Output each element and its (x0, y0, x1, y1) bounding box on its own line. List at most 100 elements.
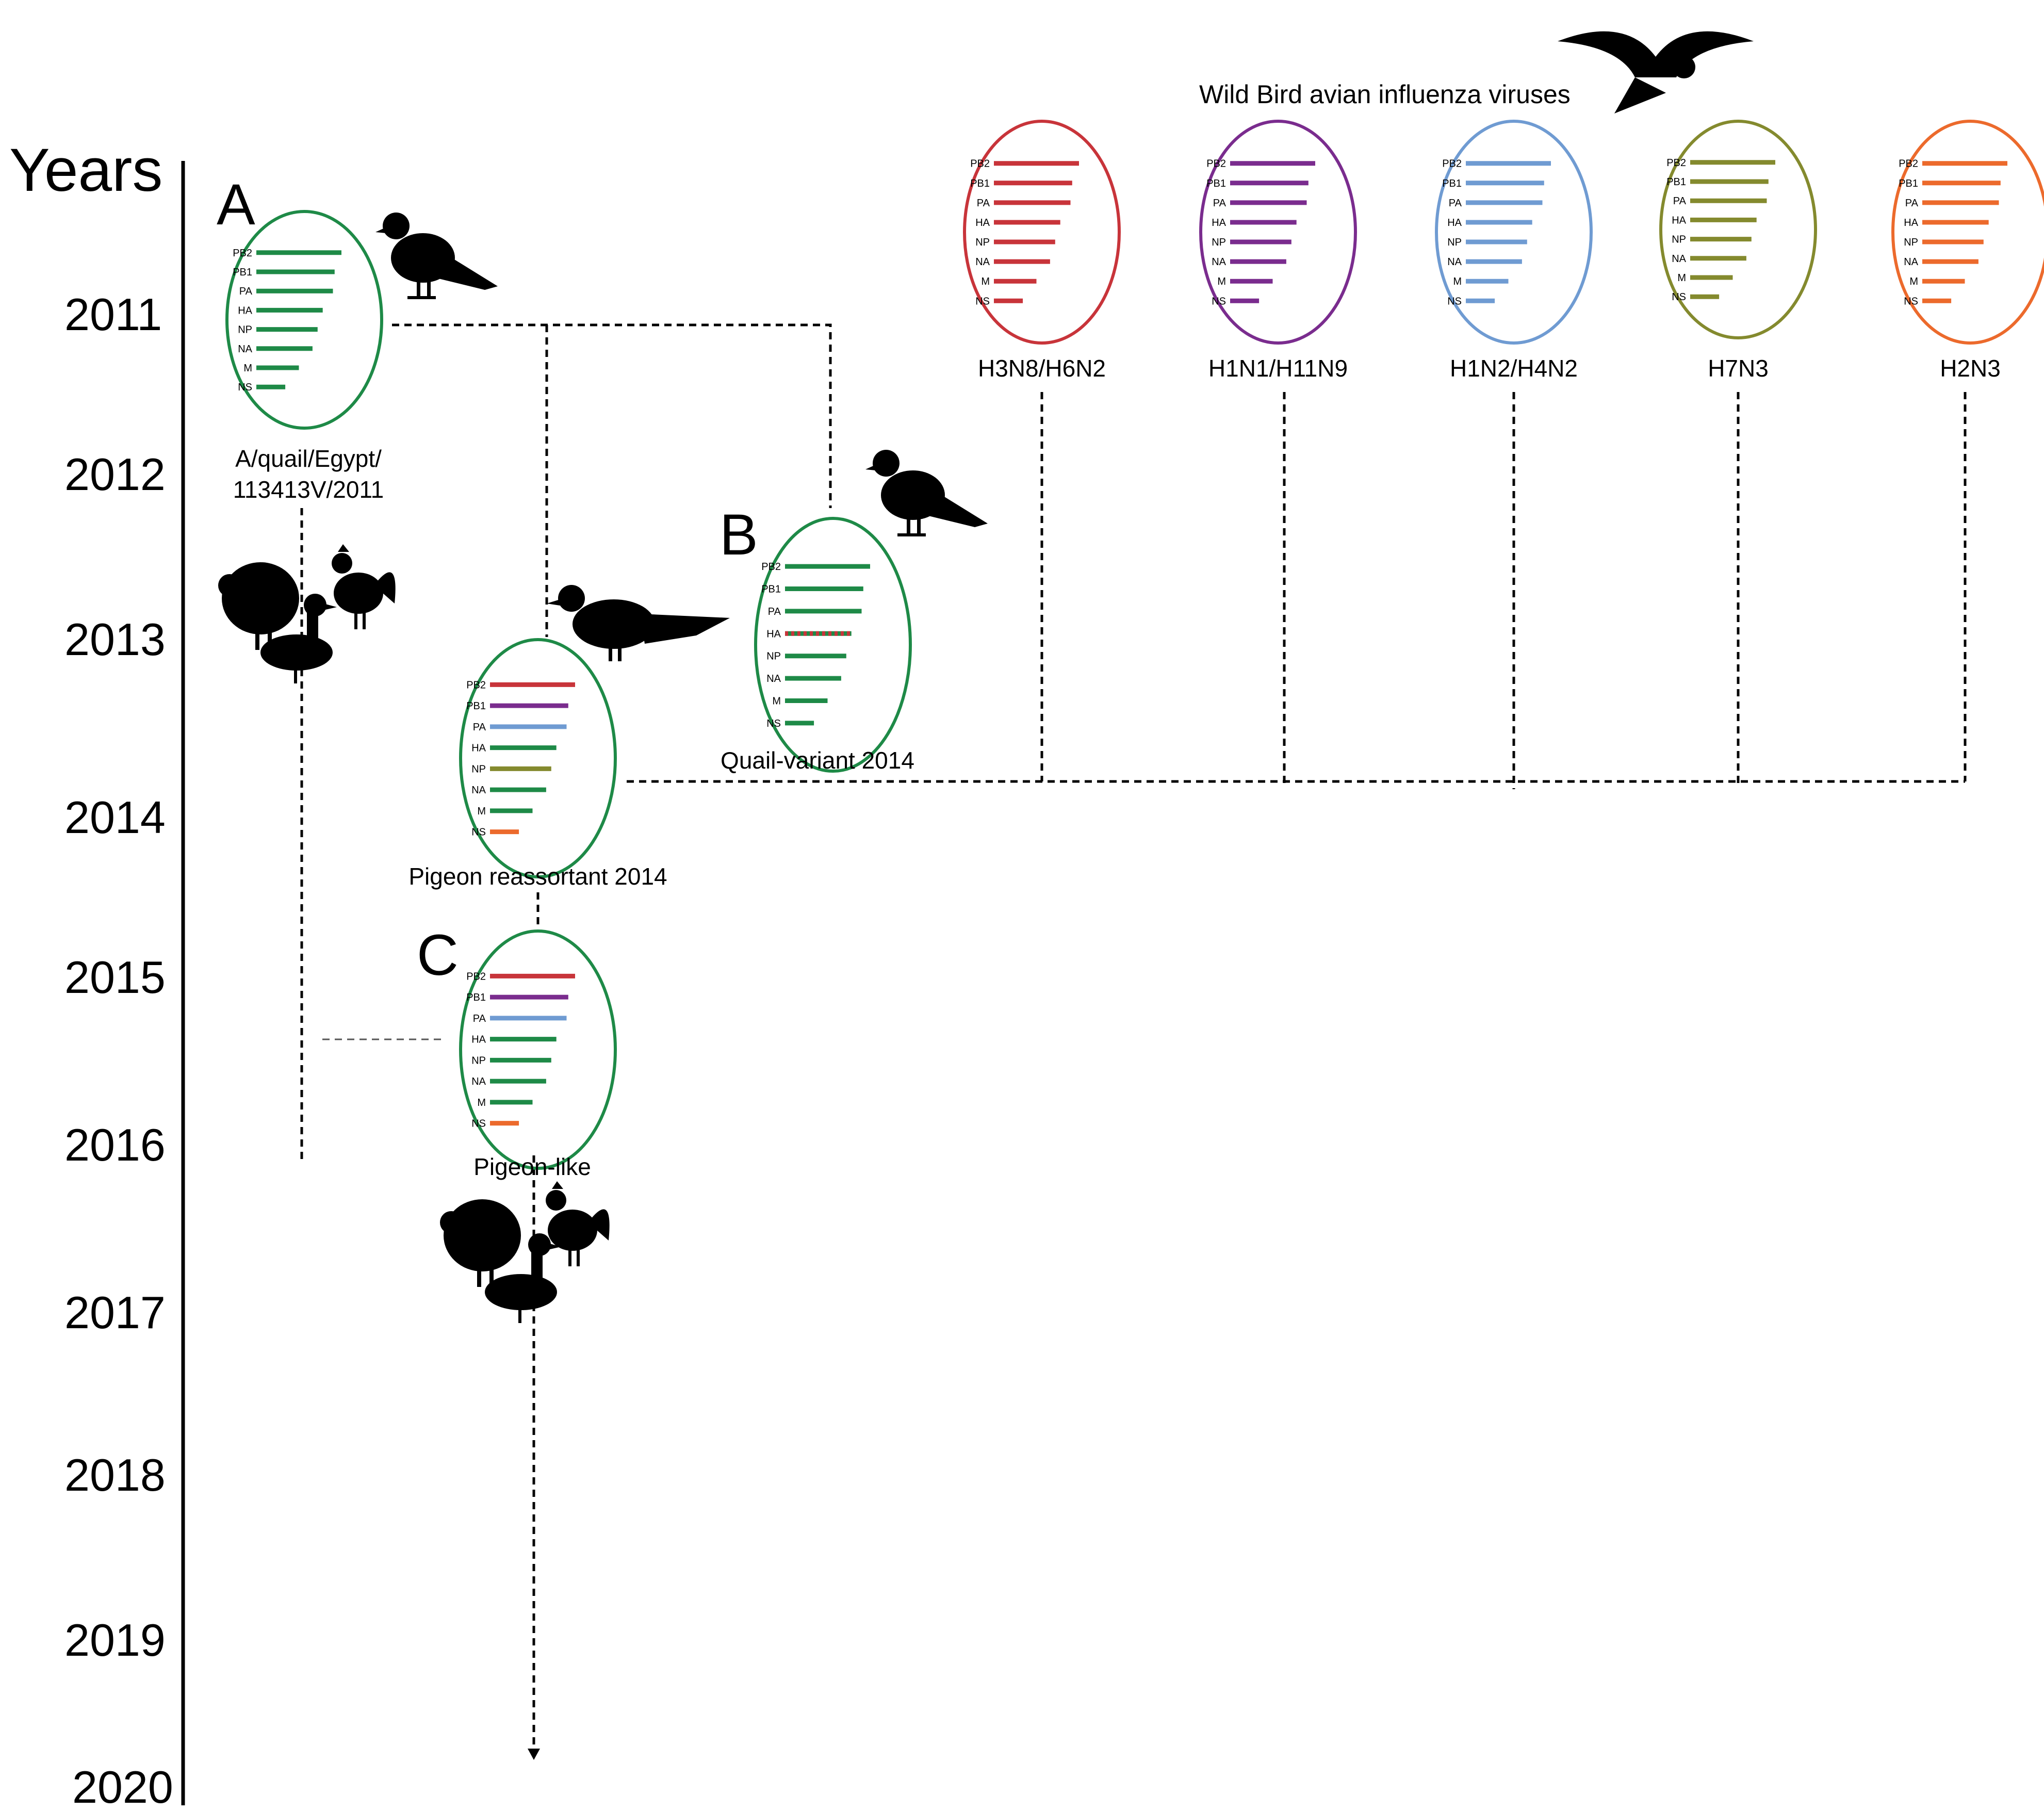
segment-label: NP (471, 1055, 486, 1066)
segment-label: HA (1447, 217, 1462, 229)
segment-label: NS (1904, 296, 1918, 307)
segment-label: M (1677, 272, 1686, 284)
segment-label: NP (471, 763, 486, 775)
quail-icon (375, 213, 498, 299)
year-2017: 2017 (64, 1287, 166, 1338)
segment-label: NS (471, 827, 486, 838)
segment-label: NP (766, 651, 781, 662)
year-2011: 2011 (64, 289, 162, 340)
genome-ellipse (1199, 120, 1357, 345)
segment-label: PA (1213, 198, 1227, 209)
segment-label: NP (238, 324, 252, 336)
virus-labels: A/quail/Egypt/ 113413V/2011 Pigeon reass… (233, 355, 2001, 1180)
segment-label: PB1 (1206, 178, 1226, 189)
segment-label: HA (1212, 217, 1226, 229)
segment-label: NP (1904, 237, 1918, 248)
segment-label: NS (766, 718, 781, 729)
panel-label-c: C (417, 923, 459, 987)
connectors (300, 323, 1967, 1760)
segment-label: HA (1672, 215, 1686, 226)
gull-icon (1558, 31, 1754, 114)
segment-label: NA (1447, 256, 1462, 268)
segment-label: NA (1904, 256, 1918, 268)
pigeon-icon (547, 585, 730, 661)
label-h2n3: H2N3 (1940, 355, 2001, 382)
segment-label: PB2 (1899, 158, 1918, 170)
segment-label: PB1 (970, 178, 990, 189)
virus-genomes: PB2PB1PAHANPNAMNSPB2PB1PAHANPNAMNSPB2PB1… (225, 120, 2044, 1170)
rooster-icon (546, 1181, 610, 1266)
segment-label: PA (1449, 198, 1462, 209)
year-2012: 2012 (64, 449, 166, 500)
quail-icon (865, 450, 988, 536)
turkey-icon (440, 1199, 521, 1287)
segment-label: PB2 (1206, 158, 1226, 170)
segment-label: NS (975, 296, 990, 307)
segment-label: NP (1672, 234, 1686, 246)
segment-label: PB1 (1442, 178, 1462, 189)
segment-label: PB2 (1666, 157, 1686, 169)
panel-label-a: A (217, 172, 255, 237)
genome-ellipse (1659, 120, 1817, 339)
segment-label: NA (766, 673, 781, 684)
label-pigeonlike: Pigeon-like (473, 1153, 591, 1180)
segment-label: NA (471, 785, 486, 796)
label-h1n2: H1N2/H4N2 (1450, 355, 1578, 382)
segment-label: PB2 (466, 679, 486, 691)
segment-label: PB2 (761, 561, 781, 573)
segment-label: M (772, 696, 781, 707)
segment-label: HA (766, 628, 781, 640)
segment-label: NA (238, 344, 252, 355)
label-quail2011-line2: 113413V/2011 (233, 476, 384, 503)
genome-ellipse (963, 120, 1121, 345)
genome-ellipse (459, 929, 617, 1170)
label-h1n1: H1N1/H11N9 (1208, 355, 1348, 382)
wild-bird-header: Wild Bird avian influenza viruses (1199, 80, 1571, 109)
segment-label: M (1217, 276, 1226, 287)
label-quail2011-line1: A/quail/Egypt/ (235, 445, 382, 472)
time-axis: Years 2011 2012 2013 2014 2015 2016 2017… (9, 136, 185, 1811)
year-2014: 2014 (64, 792, 166, 843)
label-h7n3: H7N3 (1708, 355, 1769, 382)
segment-label: PA (1673, 195, 1687, 207)
segment-label: PA (977, 198, 990, 209)
segment-label: M (1453, 276, 1462, 287)
axis-title: Years (9, 136, 162, 204)
label-quail2014: Quail-variant 2014 (721, 747, 914, 774)
segment-label: PA (1905, 198, 1919, 209)
arrow-head (528, 1749, 540, 1760)
segment-label: PB2 (233, 248, 252, 259)
segment-label: PB1 (1899, 178, 1918, 189)
genome-ellipse (459, 638, 617, 878)
year-2016: 2016 (64, 1119, 166, 1170)
rooster-icon (332, 544, 396, 629)
segment-label: PB1 (233, 267, 252, 278)
segment-label: NP (1212, 237, 1226, 248)
segment-label: PB1 (466, 992, 486, 1003)
segment-label: HA (471, 1034, 486, 1046)
segment-label: NS (1672, 291, 1686, 303)
segment-label: PB1 (1666, 176, 1686, 188)
label-pigeon2014: Pigeon reassortant 2014 (408, 863, 667, 890)
segment-label: NS (1212, 296, 1226, 307)
year-2019: 2019 (64, 1614, 166, 1666)
segment-label: NS (238, 382, 252, 393)
segment-label: PA (473, 722, 486, 733)
label-h3n8: H3N8/H6N2 (978, 355, 1106, 382)
segment-label: M (477, 1097, 486, 1108)
year-2015: 2015 (64, 952, 166, 1003)
segment-label: HA (1904, 217, 1918, 229)
segment-label: M (981, 276, 990, 287)
segment-label: NP (975, 237, 990, 248)
year-2020: 2020 (72, 1761, 173, 1811)
segment-label: NA (471, 1076, 486, 1087)
segment-label: PB1 (761, 584, 781, 595)
